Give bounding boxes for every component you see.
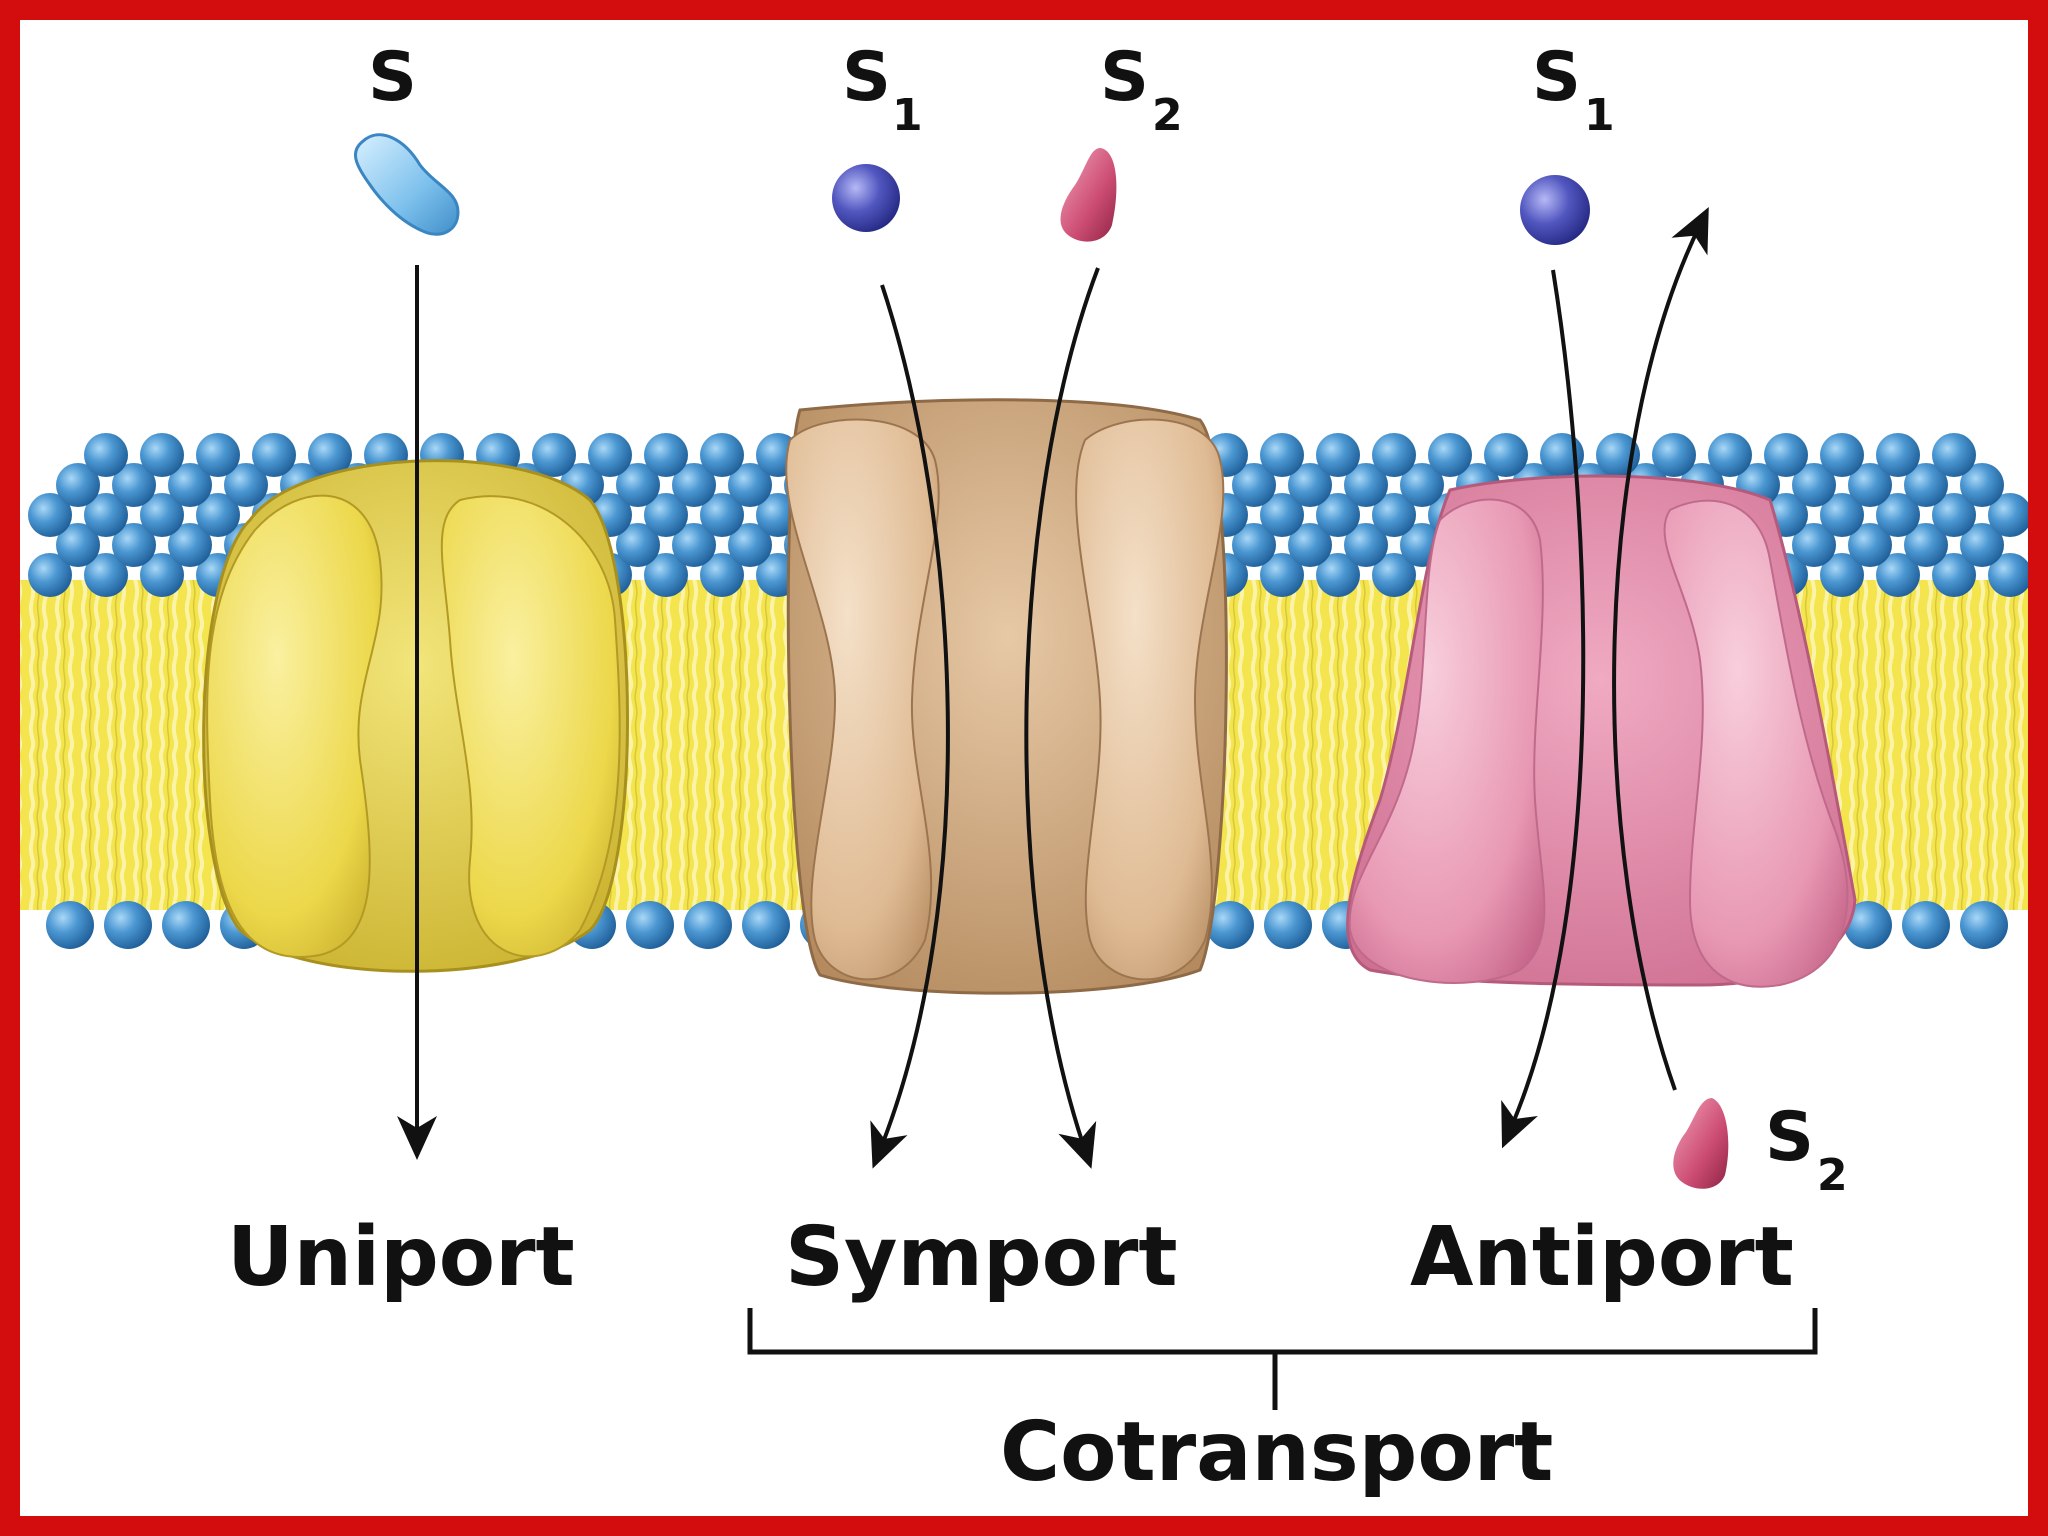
- phospholipid-head: [1260, 433, 1304, 477]
- phospholipid-head: [1764, 433, 1808, 477]
- phospholipid-head: [84, 433, 128, 477]
- phospholipid-head: [1264, 901, 1312, 949]
- symport-s1-molecule: [832, 164, 900, 232]
- phospholipid-head: [1428, 433, 1472, 477]
- symport-s1-label: S: [842, 38, 891, 117]
- phospholipid-head: [46, 901, 94, 949]
- uniport-substrate-label: S: [368, 38, 417, 117]
- antiport-s2-label: S: [1765, 1098, 1814, 1177]
- antiport-s1-label: S: [1532, 38, 1581, 117]
- uniport-label: Uniport: [227, 1210, 575, 1305]
- symport-s2-subscript: 2: [1152, 90, 1183, 141]
- phospholipid-head: [1876, 433, 1920, 477]
- phospholipid-head: [104, 901, 152, 949]
- symport-s2-label: S: [1100, 38, 1149, 117]
- phospholipid-head: [252, 433, 296, 477]
- phospholipid-head: [140, 433, 184, 477]
- phospholipid-head: [644, 433, 688, 477]
- phospholipid-head: [1960, 901, 2008, 949]
- antiport-s2-subscript: 2: [1817, 1150, 1848, 1201]
- phospholipid-head: [684, 901, 732, 949]
- phospholipid-head: [700, 433, 744, 477]
- antiport-s2-molecule: [1673, 1098, 1728, 1189]
- phospholipid-head: [196, 433, 240, 477]
- phospholipid-head: [1820, 433, 1864, 477]
- phospholipid-head: [532, 433, 576, 477]
- uniport-substrate-molecule: [355, 135, 458, 234]
- phospholipid-head: [1316, 433, 1360, 477]
- symport-s1-subscript: 1: [892, 90, 923, 141]
- cotransport-bracket: [750, 1308, 1815, 1410]
- antiport-s1-subscript: 1: [1584, 90, 1615, 141]
- phospholipid-head: [162, 901, 210, 949]
- symport-carrier-protein: [786, 400, 1226, 993]
- antiport-s1-molecule: [1520, 175, 1590, 245]
- phospholipid-head: [1484, 433, 1528, 477]
- phospholipid-head: [1902, 901, 1950, 949]
- phospholipid-head: [626, 901, 674, 949]
- phospholipid-head: [1932, 433, 1976, 477]
- phospholipid-head: [1652, 433, 1696, 477]
- antiport-label: Antiport: [1410, 1210, 1794, 1305]
- cotransport-label: Cotransport: [1000, 1405, 1553, 1500]
- phospholipid-head: [742, 901, 790, 949]
- transport-type-labels: Uniport Symport Antiport Cotransport: [227, 1210, 1815, 1500]
- symport-label: Symport: [785, 1210, 1178, 1305]
- phospholipid-head: [588, 433, 632, 477]
- phospholipid-head: [1372, 433, 1416, 477]
- phospholipid-head: [1708, 433, 1752, 477]
- symport-s2-molecule: [1061, 148, 1117, 242]
- transport-diagram: S S 1 S 2 S 1 S 2 Uniport Symport Antipo…: [20, 20, 2028, 1516]
